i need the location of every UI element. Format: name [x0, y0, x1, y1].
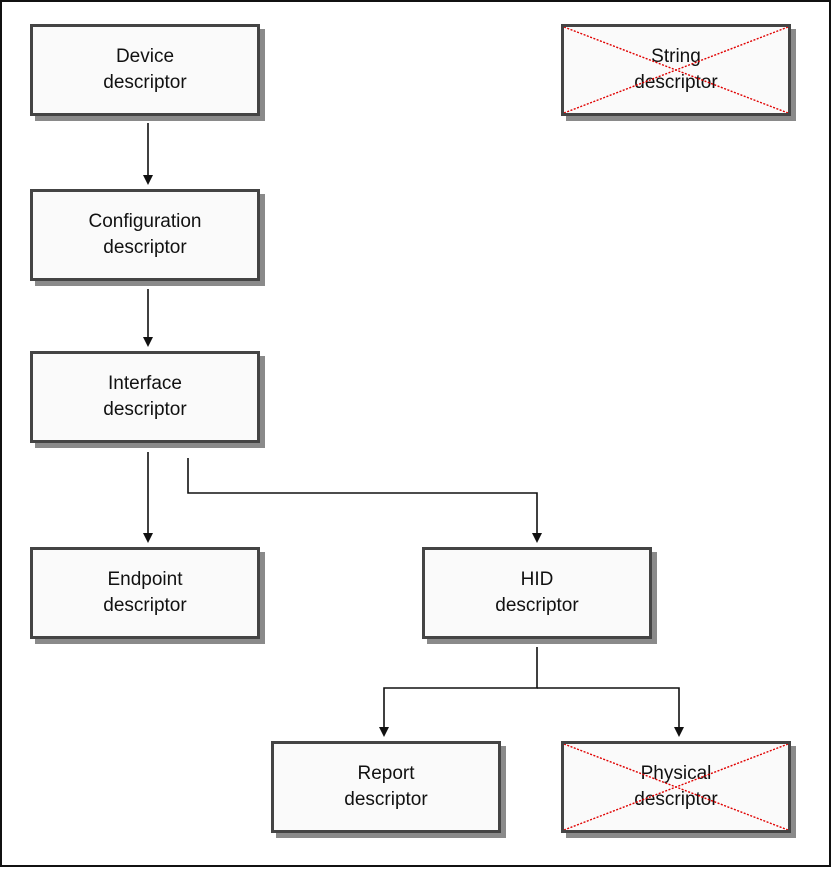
node-label-line2: descriptor: [344, 789, 428, 810]
node-label-line2: descriptor: [634, 789, 718, 810]
node-endpoint-descriptor: Endpoint descriptor: [30, 547, 260, 639]
node-configuration-descriptor: Configuration descriptor: [30, 189, 260, 281]
edge-hid-physical: [537, 687, 684, 737]
node-label-line2: descriptor: [103, 72, 187, 93]
node-report-descriptor: Report descriptor: [271, 741, 501, 833]
node-device-descriptor: Device descriptor: [30, 24, 260, 116]
node-label-line2: descriptor: [634, 72, 718, 93]
node-label-line1: Interface: [108, 373, 182, 394]
edge-interface-hid: [187, 458, 542, 543]
node-hid-descriptor: HID descriptor: [422, 547, 652, 639]
node-string-descriptor: String descriptor: [561, 24, 791, 116]
node-label-line1: HID: [520, 569, 554, 590]
node-label-line1: Configuration: [88, 211, 202, 232]
node-label-line2: descriptor: [495, 595, 579, 616]
node-label-line1: Device: [115, 46, 175, 67]
node-label-line1: String: [651, 46, 701, 67]
edge-hid-report: [379, 647, 538, 737]
node-label-line2: descriptor: [103, 399, 187, 420]
node-label-line1: Endpoint: [107, 569, 183, 590]
node-label-line2: descriptor: [103, 595, 187, 616]
node-label-line1: Physical: [640, 763, 712, 784]
node-interface-descriptor: Interface descriptor: [30, 351, 260, 443]
node-label-line2: descriptor: [103, 237, 187, 258]
node-physical-descriptor: Physical descriptor: [561, 741, 791, 833]
node-label-line1: Report: [357, 763, 415, 784]
